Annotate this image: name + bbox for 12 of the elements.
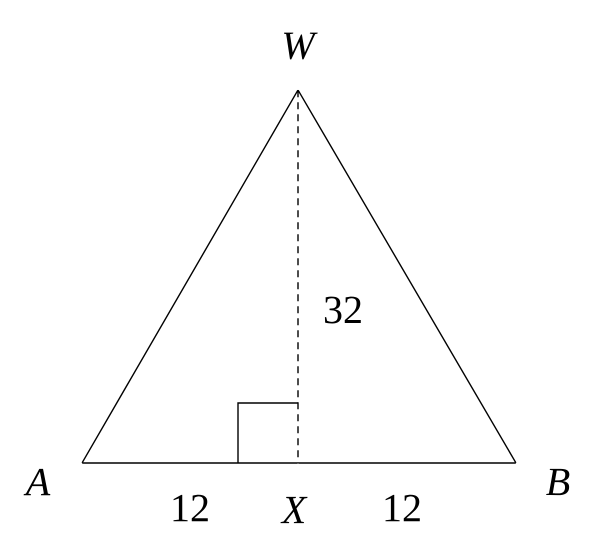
vertex-label: W	[284, 32, 318, 60]
vertex-label: X	[280, 496, 308, 524]
vertex-label: A	[24, 468, 50, 496]
length-label: 12	[169, 494, 211, 522]
line	[298, 90, 516, 464]
line	[82, 90, 298, 464]
line	[82, 462, 298, 464]
length-label: 32	[322, 296, 364, 324]
length-label: 12	[381, 494, 423, 522]
line	[298, 462, 516, 464]
vertex-label: B	[546, 468, 570, 496]
dashed-line	[297, 90, 299, 463]
